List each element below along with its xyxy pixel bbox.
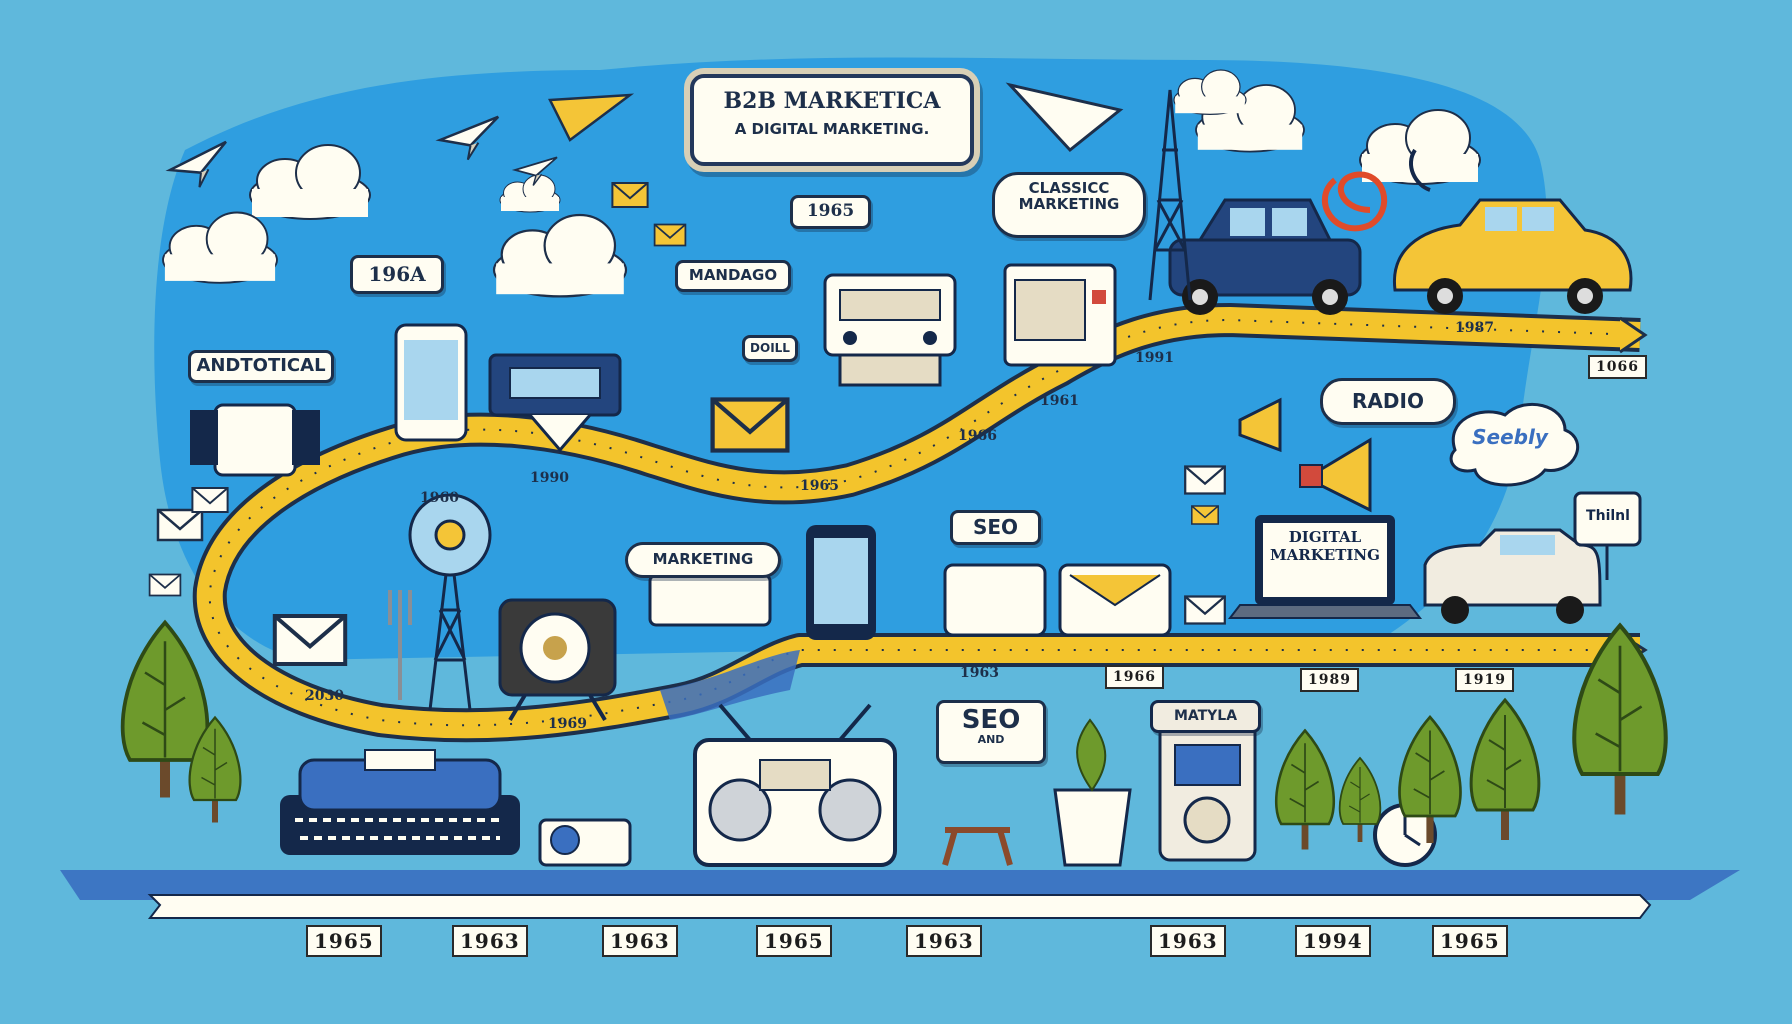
year-tag: 1066 xyxy=(1588,355,1647,379)
label-classic-marketing: CLASSICC MARKETING xyxy=(992,172,1146,238)
label-mandago: MANDAGO xyxy=(675,260,791,292)
label-marketing: MARKETING xyxy=(625,542,781,578)
timeline-year: 1965 xyxy=(756,925,832,957)
timeline-road xyxy=(196,307,1641,739)
tower-icon xyxy=(1148,89,1192,301)
path-mark: 1963 xyxy=(960,665,999,681)
path-mark: 1965 xyxy=(800,478,839,494)
label-andtotical: ANDTOTICAL xyxy=(188,350,334,383)
timeline-year: 1963 xyxy=(1150,925,1226,957)
paper-plane-icon xyxy=(548,93,635,142)
timeline-year: 1963 xyxy=(906,925,982,957)
megaphone-icon xyxy=(1238,397,1282,453)
subtitle: A DIGITAL MARKETING. xyxy=(734,120,930,138)
label-seo-ads: SEO AND xyxy=(936,700,1046,764)
timeline-year: 1965 xyxy=(306,925,382,957)
seo-subtext: AND xyxy=(977,733,1005,747)
bubble-text: Seebly xyxy=(1472,425,1548,449)
tower-icon xyxy=(408,493,492,711)
year-tag: 1966 xyxy=(1105,665,1164,689)
label-radio: RADIO xyxy=(1320,378,1456,425)
year-tag: 1989 xyxy=(1300,668,1359,692)
timeline-year: 1963 xyxy=(602,925,678,957)
megaphone-icon xyxy=(1299,437,1372,513)
typewriter-icon xyxy=(280,749,520,855)
label-1965: 1965 xyxy=(790,195,871,229)
post-sign-text: Thilnl xyxy=(1586,508,1630,524)
car-icon xyxy=(1168,198,1362,315)
path-mark: 1961 xyxy=(1040,393,1079,409)
timeline-year: 1994 xyxy=(1295,925,1371,957)
phone-icon xyxy=(1409,148,1431,192)
timeline-year: 1963 xyxy=(452,925,528,957)
car-icon xyxy=(1392,198,1633,314)
laptop-screen-text: DIGITAL MARKETING xyxy=(1270,528,1380,564)
tv-icon xyxy=(498,598,617,722)
path-mark: 1966 xyxy=(958,428,997,444)
path-mark: 2030 xyxy=(305,688,344,704)
seo-text: SEO xyxy=(961,705,1021,735)
radio-icon xyxy=(693,703,897,867)
timeline-bar xyxy=(147,894,1652,919)
label-doll: DOILL xyxy=(742,335,798,362)
path-mark: 1960 xyxy=(420,490,459,506)
envelope-icon xyxy=(275,616,345,664)
tablet-icon xyxy=(394,323,876,640)
radio-icon xyxy=(1003,263,1117,367)
radio-icon xyxy=(488,353,622,453)
mailbox-icon xyxy=(1158,718,1257,862)
radio-icon xyxy=(190,403,320,477)
laptop-icon xyxy=(1227,515,1423,619)
path-mark: 1991 xyxy=(1135,350,1174,366)
title-plate: B2B MARKETICA A DIGITAL MARKETING. xyxy=(690,74,974,166)
projector-icon xyxy=(648,573,772,627)
car-icon xyxy=(1423,528,1602,624)
label-matyla: MATYLA xyxy=(1150,700,1261,733)
title: B2B MARKETICA xyxy=(723,88,941,114)
path-mark: 1990 xyxy=(530,470,569,486)
label-seo: SEO xyxy=(950,510,1041,545)
mail-device-icon xyxy=(943,563,1172,637)
timeline-year: 1965 xyxy=(1432,925,1508,957)
plant-pot-icon xyxy=(1053,788,1132,867)
label-196a: 196A xyxy=(350,255,444,294)
speech-bubble-icon xyxy=(1449,402,1579,487)
path-mark: 1969 xyxy=(548,716,587,732)
radio-icon xyxy=(823,273,957,387)
year-tag: 1919 xyxy=(1455,668,1514,692)
path-mark: 1987 xyxy=(1455,320,1494,336)
